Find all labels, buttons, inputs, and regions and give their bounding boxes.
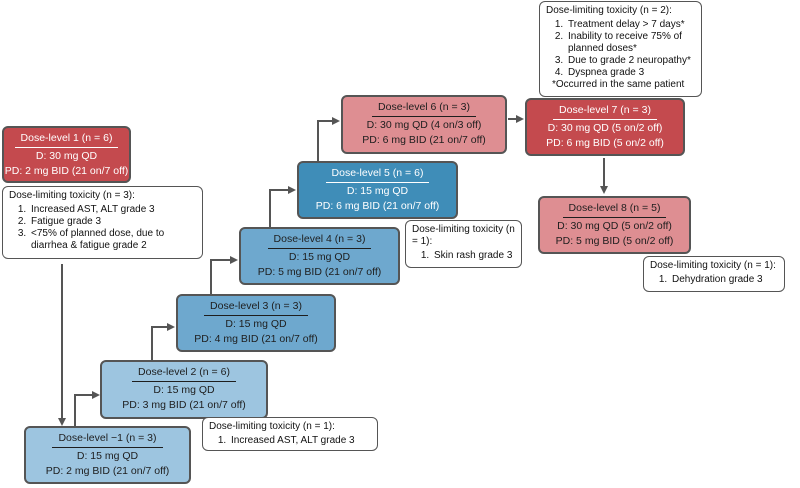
dose-level-minus1-box: Dose-level −1 (n = 3) D: 15 mg QD PD: 2 … xyxy=(24,426,191,484)
arrow-lm1-to-l2 xyxy=(74,391,100,428)
dose-level-4-box: Dose-level 4 (n = 3) D: 15 mg QD PD: 5 m… xyxy=(239,227,400,285)
toxicity-box-level-2: Dose-limiting toxicity (n = 1): Increase… xyxy=(202,417,378,451)
dose-level-title: Dose-level 3 (n = 3) xyxy=(204,300,308,316)
dose-level-1-box: Dose-level 1 (n = 6) D: 30 mg QD PD: 2 m… xyxy=(2,126,131,183)
dose-level-d: D: 30 mg QD (5 on/2 off) xyxy=(547,122,663,134)
dose-level-3-box: Dose-level 3 (n = 3) D: 15 mg QD PD: 4 m… xyxy=(176,294,336,352)
toxicity-heading: Dose-limiting toxicity (n = 2): xyxy=(546,5,672,16)
toxicity-item: Treatment delay > 7 days* xyxy=(566,19,695,31)
dose-level-title: Dose-level 4 (n = 3) xyxy=(267,233,372,249)
toxicity-footnote: *Occurred in the same patient xyxy=(552,79,685,90)
toxicity-box-level-1: Dose-limiting toxicity (n = 3): Increase… xyxy=(2,186,203,259)
dose-level-pd: PD: 3 mg BID (21 on/7 off) xyxy=(122,399,246,411)
toxicity-item: Due to grade 2 neuropathy* xyxy=(566,55,695,67)
dose-level-d: D: 15 mg QD xyxy=(225,318,287,330)
arrow-l5-to-l6 xyxy=(317,117,340,163)
toxicity-item: Inability to receive 75% of planned dose… xyxy=(566,31,695,55)
dose-level-pd: PD: 5 mg BID (21 on/7 off) xyxy=(257,266,382,278)
toxicity-heading: Dose-limiting toxicity (n = 1): xyxy=(650,260,776,271)
dose-level-pd: PD: 2 mg BID (21 on/7 off) xyxy=(4,165,129,177)
dose-level-title: Dose-level 5 (n = 6) xyxy=(325,167,430,183)
dose-level-pd: PD: 6 mg BID (21 on/7 off) xyxy=(315,200,440,212)
dose-level-6-box: Dose-level 6 (n = 3) D: 30 mg QD (4 on/3… xyxy=(341,95,507,154)
dose-level-title: Dose-level −1 (n = 3) xyxy=(52,432,163,448)
toxicity-item: <75% of planned dose, due to diarrhea & … xyxy=(29,228,196,252)
toxicity-heading: Dose-limiting toxicity (n = 3): xyxy=(9,190,135,201)
dose-level-2-box: Dose-level 2 (n = 6) D: 15 mg QD PD: 3 m… xyxy=(100,360,268,419)
dose-level-pd: PD: 4 mg BID (21 on/7 off) xyxy=(194,333,318,345)
dose-level-7-box: Dose-level 7 (n = 3) D: 30 mg QD (5 on/2… xyxy=(525,98,685,156)
dose-level-pd: PD: 6 mg BID (5 on/2 off) xyxy=(546,137,664,149)
toxicity-item: Dyspnea grade 3 xyxy=(566,67,695,79)
dose-level-d: D: 15 mg QD xyxy=(76,450,139,462)
dose-level-8-box: Dose-level 8 (n = 5) D: 30 mg QD (5 on/2… xyxy=(538,196,691,254)
arrow-l3-to-l4 xyxy=(210,256,238,296)
dose-level-title: Dose-level 1 (n = 6) xyxy=(14,132,119,148)
toxicity-item: Increased AST, ALT grade 3 xyxy=(229,435,371,447)
toxicity-box-level-5: Dose-limiting toxicity (n = 1): Skin ras… xyxy=(405,220,522,268)
dose-level-5-box: Dose-level 5 (n = 6) D: 15 mg QD PD: 6 m… xyxy=(297,161,458,219)
dose-level-pd: PD: 5 mg BID (5 on/2 off) xyxy=(555,235,674,247)
dose-level-d: D: 15 mg QD xyxy=(346,185,409,197)
dose-level-d: D: 30 mg QD (5 on/2 off) xyxy=(557,220,672,232)
toxicity-item: Skin rash grade 3 xyxy=(432,250,515,262)
dose-level-title: Dose-level 6 (n = 3) xyxy=(372,101,476,117)
dose-level-pd: PD: 6 mg BID (21 on/7 off) xyxy=(362,134,486,146)
toxicity-heading: Dose-limiting toxicity (n = 1): xyxy=(412,224,515,247)
toxicity-item: Increased AST, ALT grade 3 xyxy=(29,204,196,216)
dose-level-d: D: 30 mg QD (4 on/3 off) xyxy=(366,119,482,131)
dose-level-d: D: 15 mg QD xyxy=(153,384,215,396)
dose-level-d: D: 15 mg QD xyxy=(288,251,351,263)
arrow-l4-to-l5 xyxy=(269,186,296,229)
toxicity-heading: Dose-limiting toxicity (n = 1): xyxy=(209,421,335,432)
toxicity-item: Fatigue grade 3 xyxy=(29,216,196,228)
dose-level-title: Dose-level 8 (n = 5) xyxy=(562,202,667,218)
toxicity-box-level-7: Dose-limiting toxicity (n = 2): Treatmen… xyxy=(539,1,702,97)
dose-level-title: Dose-level 7 (n = 3) xyxy=(553,104,657,120)
dose-level-pd: PD: 2 mg BID (21 on/7 off) xyxy=(45,465,170,477)
dose-level-d: D: 30 mg QD xyxy=(35,150,98,162)
arrow-l2-to-l3 xyxy=(151,323,175,362)
toxicity-box-level-8: Dose-limiting toxicity (n = 1): Dehydrat… xyxy=(643,256,785,292)
toxicity-item: Dehydration grade 3 xyxy=(670,274,778,286)
dose-level-title: Dose-level 2 (n = 6) xyxy=(132,366,236,382)
